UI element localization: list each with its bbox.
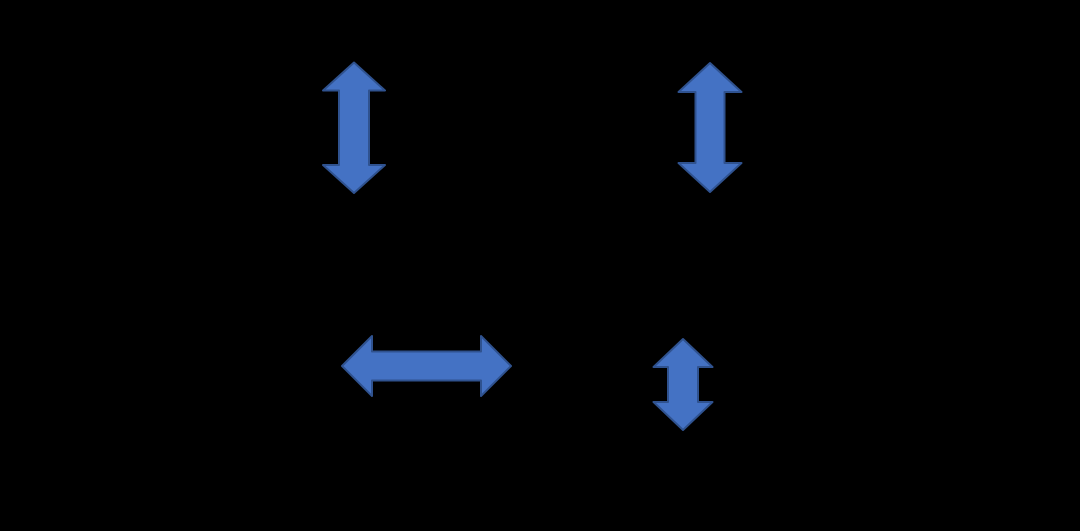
up-down-arrow-icon [652, 338, 714, 431]
up-down-arrow-icon [322, 61, 386, 194]
up-down-arrow-icon [677, 62, 743, 193]
left-right-arrow-icon [341, 335, 512, 397]
